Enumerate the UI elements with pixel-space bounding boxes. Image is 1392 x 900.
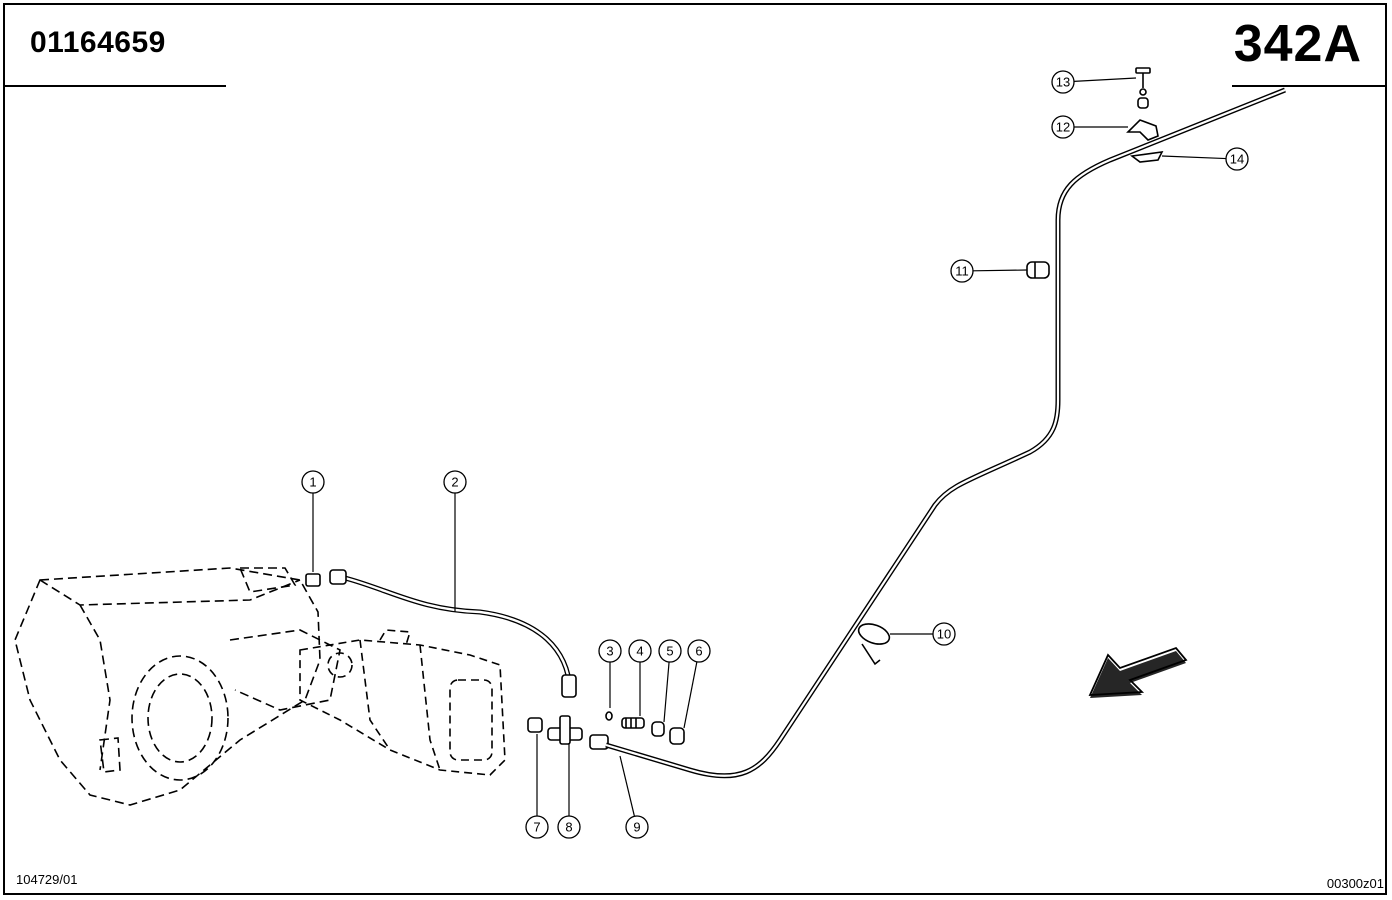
callout-13: 13 bbox=[1051, 70, 1137, 94]
image-reference: 00300z01 bbox=[1326, 876, 1384, 891]
callout-leader bbox=[663, 661, 670, 723]
callout-3: 3 bbox=[598, 639, 622, 708]
callout-number: 10 bbox=[937, 627, 951, 642]
hydraulic-pump bbox=[299, 629, 506, 776]
callout-6: 6 bbox=[683, 639, 711, 729]
callout-7: 7 bbox=[525, 734, 549, 839]
callout-circle bbox=[932, 622, 956, 646]
pipe-clamp-11 bbox=[1026, 261, 1050, 279]
pipe-clip-10 bbox=[857, 623, 891, 666]
part-number: 01164659 bbox=[30, 26, 166, 59]
callout-9: 9 bbox=[619, 755, 649, 839]
callout-10: 10 bbox=[890, 622, 956, 646]
callout-number: 2 bbox=[451, 475, 458, 490]
callout-circle bbox=[557, 815, 581, 839]
callout-circle bbox=[625, 815, 649, 839]
callout-circle bbox=[1051, 70, 1075, 94]
callout-12: 12 bbox=[1051, 115, 1128, 139]
small-parts-3-6 bbox=[605, 711, 685, 745]
callout-circle bbox=[950, 259, 974, 283]
callout-number: 7 bbox=[533, 820, 540, 835]
callout-leader bbox=[1161, 155, 1227, 160]
transmission-housing bbox=[14, 567, 341, 806]
callout-leader bbox=[619, 755, 636, 817]
callout-2: 2 bbox=[443, 470, 467, 612]
direction-arrow bbox=[1088, 646, 1188, 698]
callout-14: 14 bbox=[1161, 147, 1249, 171]
callout-circle bbox=[525, 815, 549, 839]
callout-circle bbox=[628, 639, 652, 663]
callout-number: 3 bbox=[606, 644, 613, 659]
document-reference: 104729/01 bbox=[16, 872, 78, 887]
callout-circle bbox=[1051, 115, 1075, 139]
callout-number: 12 bbox=[1056, 120, 1070, 135]
drawing-frame bbox=[3, 3, 1387, 895]
hose-assembly bbox=[329, 569, 577, 698]
fitting-1 bbox=[305, 573, 321, 587]
pipe-clamp-12-14 bbox=[1126, 67, 1164, 163]
callout-circle bbox=[301, 470, 325, 494]
callout-leader bbox=[1073, 77, 1137, 82]
callout-circle bbox=[687, 639, 711, 663]
callout-leader bbox=[683, 661, 698, 729]
callout-number: 9 bbox=[633, 820, 640, 835]
callout-number: 4 bbox=[636, 644, 643, 659]
callout-number: 13 bbox=[1056, 75, 1070, 90]
rigid-pipe bbox=[605, 87, 1286, 779]
callout-number: 6 bbox=[695, 644, 702, 659]
callout-leader bbox=[972, 269, 1028, 272]
page-code: 342A bbox=[1233, 15, 1362, 73]
callout-5: 5 bbox=[658, 639, 682, 723]
callout-8: 8 bbox=[557, 744, 581, 839]
callout-11: 11 bbox=[950, 259, 1028, 283]
callout-circle bbox=[443, 470, 467, 494]
callout-1: 1 bbox=[301, 470, 325, 572]
callout-number: 14 bbox=[1230, 152, 1244, 167]
callout-number: 8 bbox=[565, 820, 572, 835]
callout-number: 11 bbox=[955, 264, 969, 279]
callout-circle bbox=[598, 639, 622, 663]
callout-circle bbox=[1225, 147, 1249, 171]
callout-circle bbox=[658, 639, 682, 663]
callout-number: 5 bbox=[666, 644, 673, 659]
callout-4: 4 bbox=[628, 639, 652, 716]
tee-fitting-assembly bbox=[527, 715, 609, 750]
callout-number: 1 bbox=[309, 475, 316, 490]
